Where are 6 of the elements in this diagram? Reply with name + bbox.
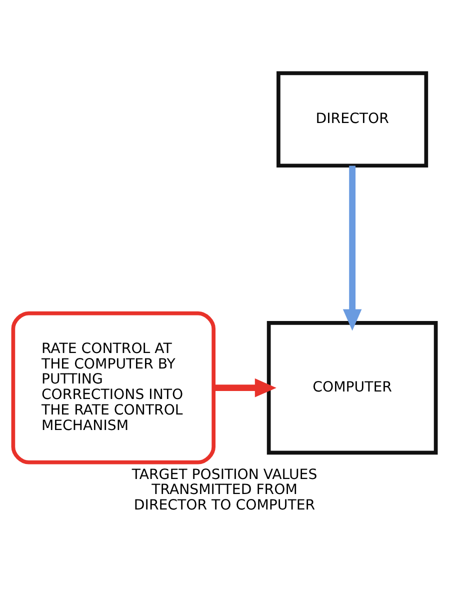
node-box: RATE CONTROL AT THE COMPUTER BY PUTTING CORRECTIONS INTO THE RATE CONTROL MECHANISM xyxy=(11,311,216,464)
arrow xyxy=(214,378,276,398)
caption: TARGET POSITION VALUES TRANSMITTED FROM DIRECTOR TO COMPUTER xyxy=(132,466,318,514)
node-box: DIRECTOR xyxy=(276,71,428,168)
arrow xyxy=(342,166,362,331)
node-box: COMPUTER xyxy=(266,321,438,455)
